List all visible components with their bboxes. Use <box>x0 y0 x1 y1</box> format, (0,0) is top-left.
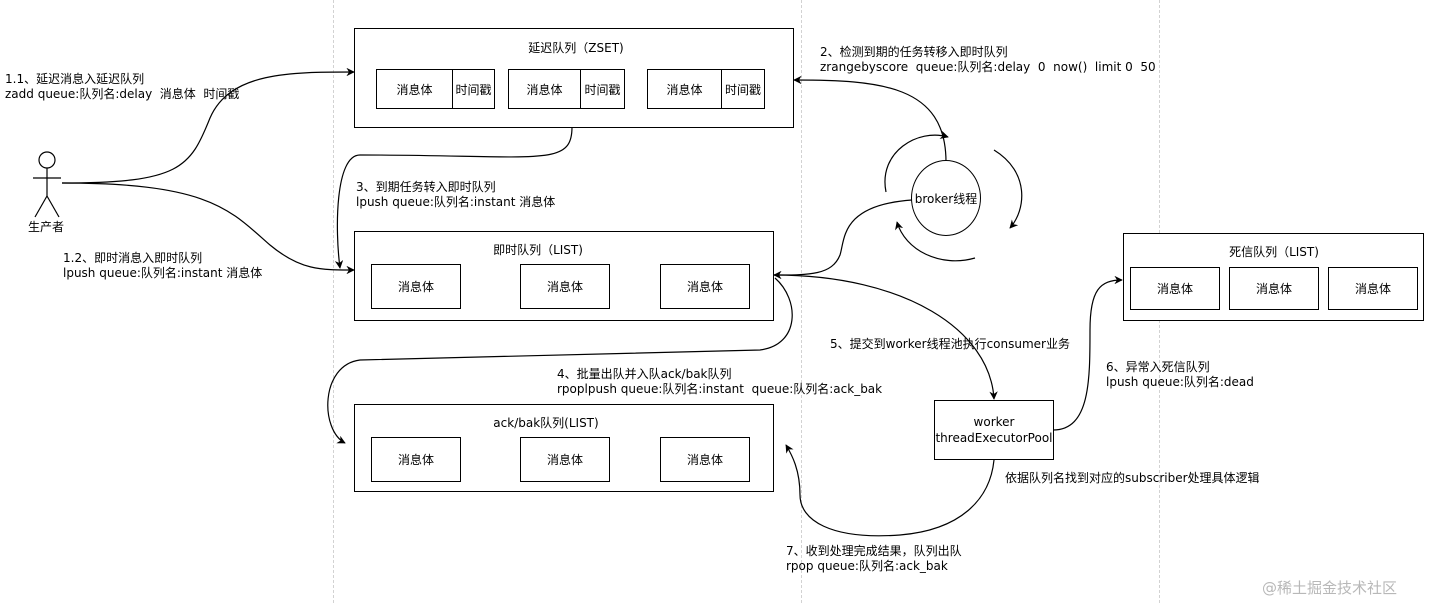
annotation-step-4: 4、批量出队并入队ack/bak队列 rpoplpush queue:队列名:i… <box>557 367 883 396</box>
ack-bak-queue-box: ack/bak队列(LIST) 消息体 消息体 消息体 <box>354 404 774 492</box>
producer-label: 生产者 <box>27 220 65 234</box>
instant-queue-message: 消息体 <box>520 264 610 309</box>
broker-rotation-arc-3 <box>895 221 976 262</box>
arrow-broker-to-delay <box>793 75 947 163</box>
arrow-broker-to-instant <box>773 199 913 280</box>
dead-queue-message: 消息体 <box>1328 267 1418 310</box>
annotation-step-5: 5、提交到worker线程池执行consumer业务 <box>830 337 1070 351</box>
lane-divider-2 <box>801 0 802 603</box>
annotation-step-1-2: 1.2、即时消息入即时队列 lpush queue:队列名:instant 消息… <box>63 251 263 280</box>
delay-queue-title: 延迟队列（ZSET) <box>528 41 624 55</box>
worker-pool-node: worker threadExecutorPool <box>934 400 1054 460</box>
instant-queue-title: 即时队列（LIST) <box>493 243 583 257</box>
worker-label: worker <box>973 415 1015 429</box>
annotation-step-3: 3、到期任务转入即时队列 lpush queue:队列名:instant 消息体 <box>356 180 556 209</box>
ack-bak-queue-message: 消息体 <box>660 437 750 482</box>
delay-queue-message: 消息体 <box>376 69 453 109</box>
arrow-instant-to-worker <box>773 274 998 400</box>
instant-queue-message: 消息体 <box>371 264 461 309</box>
delay-queue-message: 消息体 <box>647 69 722 109</box>
annotation-step-1-1: 1.1、延迟消息入延迟队列 zadd queue:队列名:delay 消息体 时… <box>5 72 240 101</box>
instant-queue-message: 消息体 <box>660 264 750 309</box>
arrow-worker-to-ack <box>785 444 995 537</box>
arrow-instant-to-ack <box>327 277 793 444</box>
arrow-delay-to-instant <box>334 126 573 269</box>
annotation-step-2: 2、检测到期的任务转移入即时队列 zrangebyscore queue:队列名… <box>820 45 1156 74</box>
annotation-step-6: 6、异常入死信队列 lpush queue:队列名:dead <box>1106 360 1254 389</box>
dead-queue-box: 死信队列（LIST) 消息体 消息体 消息体 <box>1123 233 1424 321</box>
watermark-text: @稀土掘金技术社区 <box>1262 579 1398 597</box>
delay-queue-timestamp: 时间戳 <box>721 69 765 109</box>
annotation-step-7: 7、收到处理完成结果，队列出队 rpop queue:队列名:ack_bak <box>786 544 962 573</box>
ack-bak-queue-title: ack/bak队列(LIST) <box>493 416 599 430</box>
broker-thread-label: broker线程 <box>914 191 978 206</box>
ack-bak-queue-message: 消息体 <box>520 437 610 482</box>
worker-pool-label: threadExecutorPool <box>935 431 1053 445</box>
delay-queue-timestamp: 时间戳 <box>452 69 495 109</box>
delay-queue-timestamp: 时间戳 <box>580 69 625 109</box>
broker-rotation-arc-1 <box>884 130 949 193</box>
delay-queue-message: 消息体 <box>508 69 581 109</box>
broker-thread-node: broker线程 <box>911 160 981 236</box>
dead-queue-message: 消息体 <box>1130 267 1220 310</box>
instant-queue-box: 即时队列（LIST) 消息体 消息体 消息体 <box>354 231 774 321</box>
arrow-worker-to-dead <box>1052 275 1123 431</box>
lane-divider-1 <box>333 0 334 603</box>
dead-queue-title: 死信队列（LIST) <box>1229 245 1319 259</box>
arrow-producer-to-delay <box>61 67 355 184</box>
arrow-producer-to-instant <box>61 182 355 275</box>
broker-rotation-arc-2 <box>993 149 1023 229</box>
annotation-subscriber: 依据队列名找到对应的subscriber处理具体逻辑 <box>1005 471 1260 485</box>
dead-queue-message: 消息体 <box>1229 267 1319 310</box>
ack-bak-queue-message: 消息体 <box>371 437 461 482</box>
delay-queue-box: 延迟队列（ZSET) 消息体 时间戳 消息体 时间戳 消息体 时间戳 <box>354 28 794 128</box>
producer-actor-icon <box>33 151 61 218</box>
